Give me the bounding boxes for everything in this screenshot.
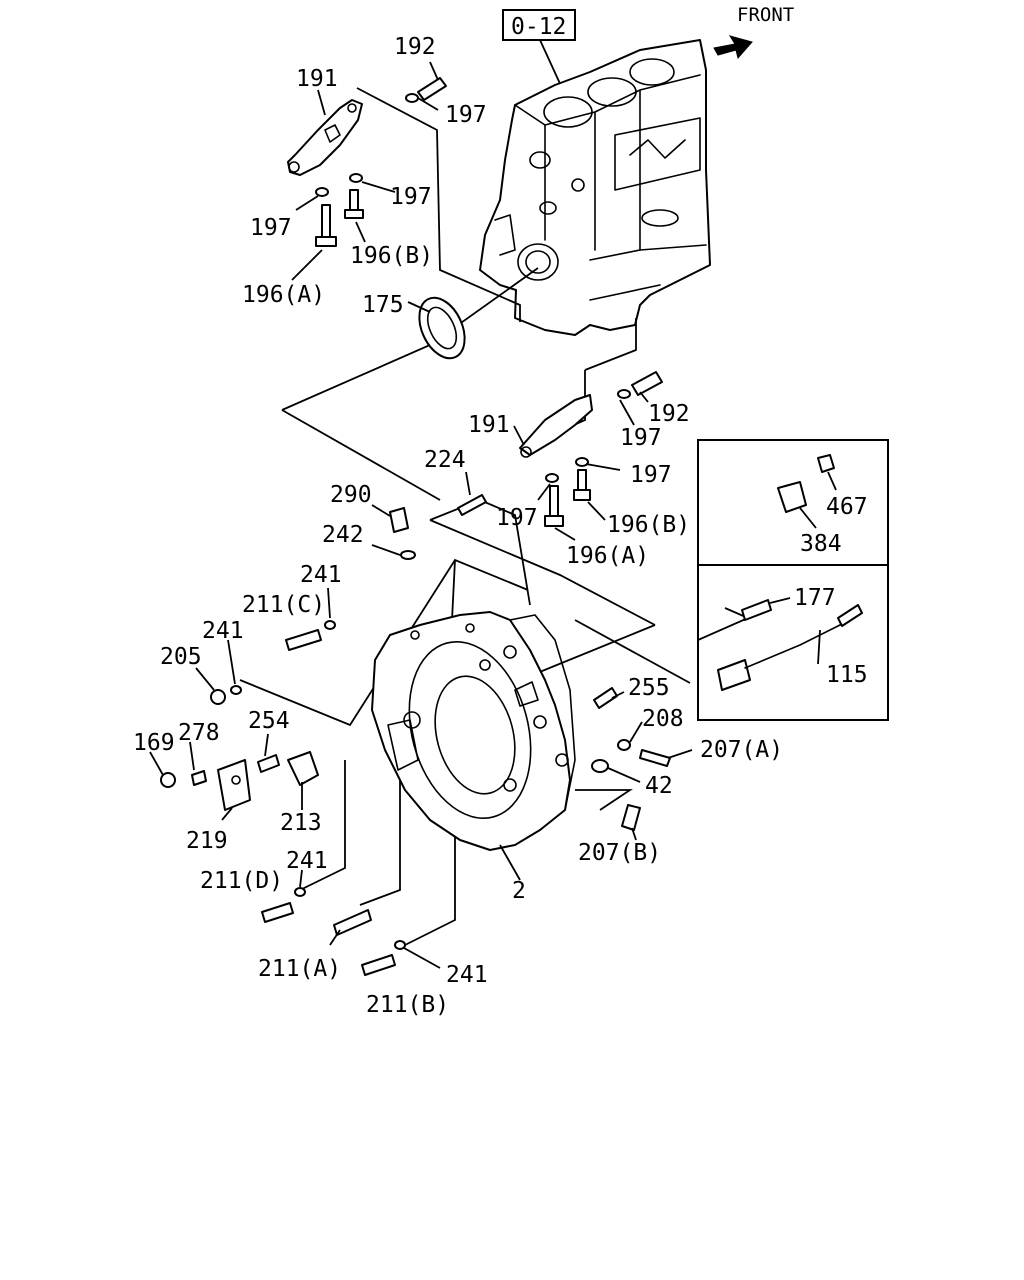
sensor-box: [697, 439, 889, 721]
label-211d: 211(D): [200, 868, 283, 894]
label-290: 290: [330, 482, 372, 508]
label-242: 242: [322, 522, 364, 548]
label-208: 208: [642, 706, 684, 732]
label-196b-upper: 196(B): [350, 243, 433, 269]
label-196a-upper: 196(A): [242, 282, 325, 308]
ref-box: 0-12: [502, 9, 576, 89]
label-196b-lower: 196(B): [607, 512, 690, 538]
label-115: 115: [826, 662, 868, 688]
engine-block: [479, 39, 711, 336]
fasteners-upper: [315, 77, 447, 247]
small-parts-top: [389, 494, 487, 560]
label-241-b: 241: [202, 618, 244, 644]
label-241-c: 241: [286, 848, 328, 874]
label-169: 169: [133, 730, 175, 756]
front-label: FRONT: [737, 4, 794, 26]
label-192-upper: 192: [394, 34, 436, 60]
label-207b: 207(B): [578, 840, 661, 866]
label-175: 175: [362, 292, 404, 318]
label-197-lower-b: 197: [630, 462, 672, 488]
label-384: 384: [800, 531, 842, 557]
ref-box-label: 0-12: [511, 14, 566, 40]
oil-seal-175: [418, 296, 466, 360]
label-197-upper-b: 197: [390, 184, 432, 210]
label-224: 224: [424, 447, 466, 473]
label-191-upper: 191: [296, 66, 338, 92]
label-197-lower-a: 197: [620, 425, 662, 451]
label-197-upper-c: 197: [250, 215, 292, 241]
label-255: 255: [628, 675, 670, 701]
label-241-d: 241: [446, 962, 488, 988]
front-arrow-icon: [713, 35, 753, 60]
label-177: 177: [794, 585, 836, 611]
label-211a: 211(A): [258, 956, 341, 982]
bracket-191-upper: [287, 99, 363, 176]
part-labels: 192 191 197 197 197 196(B) 196(A) 175 19…: [133, 34, 868, 1018]
label-196a-lower: 196(A): [566, 543, 649, 569]
label-42: 42: [645, 773, 673, 799]
flywheel-housing-2: [371, 611, 576, 851]
leader-lines: [149, 61, 837, 969]
label-254: 254: [248, 708, 290, 734]
label-192-lower: 192: [648, 401, 690, 427]
label-205: 205: [160, 644, 202, 670]
label-211c: 211(C): [242, 592, 325, 618]
front-indicator: FRONT: [713, 4, 794, 60]
label-219: 219: [186, 828, 228, 854]
label-2: 2: [512, 878, 526, 904]
label-278: 278: [178, 720, 220, 746]
label-213: 213: [280, 810, 322, 836]
label-197-upper-a: 197: [445, 102, 487, 128]
label-197-lower-c: 197: [496, 505, 538, 531]
label-467: 467: [826, 494, 868, 520]
bracket-191-lower: [519, 371, 663, 527]
label-207a: 207(A): [700, 737, 783, 763]
label-191-lower: 191: [468, 412, 510, 438]
label-241-a: 241: [300, 562, 342, 588]
label-211b: 211(B): [366, 992, 449, 1018]
right-fasteners: [591, 687, 671, 831]
side-parts: [160, 620, 406, 976]
